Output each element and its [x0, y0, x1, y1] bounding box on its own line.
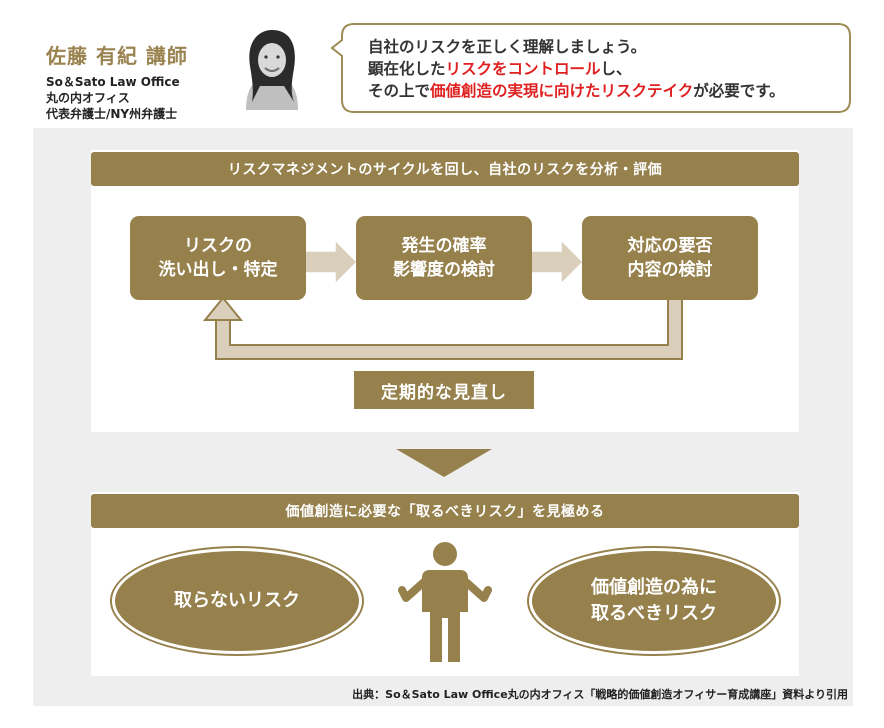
bubble-line-3: その上で価値創造の実現に向けたリスクテイクが必要です。	[368, 82, 785, 100]
speaker-org-line-3: 代表弁護士/NY州弁護士	[46, 107, 178, 121]
source-citation: 出典：So＆Sato Law Office丸の内オフィス「戦略的価値創造オフィサ…	[352, 688, 848, 701]
cycle-title: リスクマネジメントのサイクルを回し、自社のリスクを分析・評価	[91, 152, 799, 186]
highlight-risk-control: リスクをコントロール	[445, 60, 601, 78]
ellipse-risk-to-take: 価値創造の為に 取るべきリスク	[529, 548, 779, 654]
down-arrow-icon	[396, 449, 492, 477]
speaker-org-line-2: 丸の内オフィス	[46, 91, 130, 105]
highlight-risk-take: 価値創造の実現に向けたリスクテイク	[430, 82, 694, 100]
speech-bubble	[330, 23, 851, 113]
loop-back-outline	[215, 300, 683, 360]
speaker-name: 佐藤 有紀 講師	[46, 44, 188, 68]
speaker-org-line-1: So＆Sato Law Office	[46, 75, 180, 89]
bubble-line-1: 自社のリスクを正しく理解しましょう。	[368, 38, 647, 56]
loop-back-arrowhead	[202, 296, 244, 321]
periodic-review-label: 定期的な見直し	[354, 371, 534, 409]
step-probability: 発生の確率 影響度の検討	[356, 216, 532, 300]
speech-bubble-text: 自社のリスクを正しく理解しましょう。 顕在化したリスクをコントロールし、 その上…	[368, 36, 785, 102]
loop-back-path	[217, 300, 681, 358]
bubble-line-2: 顕在化したリスクをコントロールし、	[368, 60, 632, 78]
arrow-right-1	[304, 238, 359, 286]
person-shrug-icon	[398, 542, 492, 662]
selection-title: 価値創造に必要な「取るべきリスク」を見極める	[91, 494, 799, 528]
step-response: 対応の要否 内容の検討	[582, 216, 758, 300]
arrow-right-2	[530, 238, 585, 286]
person-portrait-icon	[232, 26, 312, 110]
ellipse-risk-to-avoid: 取らないリスク	[112, 548, 362, 654]
step-identify: リスクの 洗い出し・特定	[130, 216, 306, 300]
cycle-arrows	[202, 238, 683, 360]
